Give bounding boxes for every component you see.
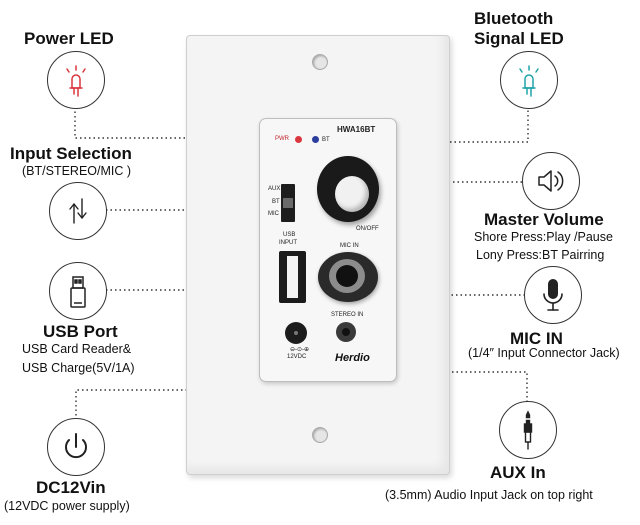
dc-jack-pin <box>294 331 298 335</box>
aux-in-title: AUX In <box>490 463 546 482</box>
brand-label: Herdio <box>335 352 370 364</box>
device-face <box>259 118 397 382</box>
stereo-in-jack[interactable] <box>336 322 356 342</box>
switch-slider <box>283 198 293 208</box>
mic-in-callout <box>524 266 582 324</box>
mic-jack[interactable] <box>318 252 378 302</box>
stereo-label: STEREO IN <box>331 312 364 318</box>
dc12vin-desc: (12VDC power supply) <box>4 499 130 513</box>
aux-in-callout <box>499 401 557 459</box>
model-label: HWA16BT <box>337 125 376 134</box>
usb-port-desc-1: USB Card Reader& <box>22 342 132 356</box>
switch-arrows-icon <box>69 198 87 224</box>
plate-screw-bottom <box>312 427 328 443</box>
led-teal-icon <box>519 65 539 97</box>
bt-led-title-2: Signal LED <box>474 29 564 48</box>
mic-jack-hole <box>336 265 358 287</box>
usb-stick-icon <box>70 276 86 308</box>
power-led-callout <box>47 51 105 109</box>
pwr-label: PWR <box>275 136 289 142</box>
usb-port-desc-2: USB Charge(5V/1A) <box>22 361 135 375</box>
power-led-title: Power LED <box>24 29 114 48</box>
master-volume-desc-2: Lony Press:BT Pairring <box>476 248 605 262</box>
dc-jack[interactable] <box>285 322 307 344</box>
volume-knob[interactable] <box>317 156 379 222</box>
input-selection-desc: (BT/STEREO/MIC ) <box>22 164 132 178</box>
knob-label: ON/OFF <box>356 226 379 232</box>
switch-label-aux: AUX <box>268 186 281 192</box>
knob-cap <box>335 176 369 212</box>
usb-port[interactable] <box>279 251 306 303</box>
mic-label: MIC IN <box>340 243 359 249</box>
leader-aux-in <box>345 340 528 402</box>
input-selection-callout <box>49 182 107 240</box>
input-selector-switch[interactable] <box>281 184 295 222</box>
master-volume-title: Master Volume <box>484 210 604 229</box>
microphone-icon <box>543 279 563 311</box>
usb-label-line2: INPUT <box>279 240 297 246</box>
switch-label-mic: MIC <box>268 211 279 217</box>
master-volume-callout <box>522 152 580 210</box>
speaker-icon <box>538 170 564 192</box>
bt-led <box>312 136 319 143</box>
switch-label-bt: BT <box>272 199 280 205</box>
led-red-icon <box>66 65 86 97</box>
bt-label: BT <box>322 137 330 143</box>
dc-label: 12VDC <box>287 354 307 360</box>
stereo-jack-hole <box>342 328 350 336</box>
dc-polarity-symbol: ⊖-⊙-⊕ <box>290 347 310 353</box>
input-selection-title: Input Selection <box>10 144 132 163</box>
power-icon <box>65 433 87 459</box>
mic-in-title: MIC IN <box>510 329 563 348</box>
dc12vin-callout <box>47 418 105 476</box>
usb-tongue <box>287 256 298 298</box>
power-led <box>295 136 302 143</box>
bt-led-callout <box>500 51 558 109</box>
usb-label-line1: USB <box>283 232 296 238</box>
master-volume-desc-1: Shore Press:Play /Pause <box>474 230 613 244</box>
aux-plug-icon <box>523 410 533 450</box>
usb-port-title: USB Port <box>43 322 118 341</box>
leader-bt-led <box>313 106 529 143</box>
aux-in-desc: (3.5mm) Audio Input Jack on top right <box>385 488 593 502</box>
usb-port-callout <box>49 262 107 320</box>
bt-led-title-1: Bluetooth <box>474 9 554 28</box>
mic-in-desc: (1/4″ Input Connector Jack) <box>468 346 620 360</box>
plate-screw-top <box>312 54 328 70</box>
dc12vin-title: DC12Vin <box>36 478 106 497</box>
